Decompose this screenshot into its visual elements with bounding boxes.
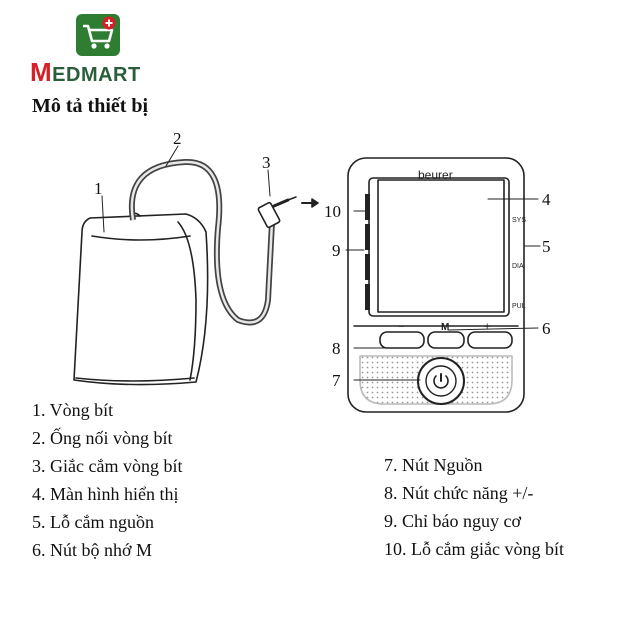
memory-button [427, 331, 465, 349]
device-screen [377, 179, 505, 313]
memory-label: M [441, 322, 449, 333]
legend-item: 1. Vòng bít [32, 400, 114, 420]
legend-item: 8. Nút chức năng +/- [384, 483, 534, 503]
callout-6: 6 [542, 319, 551, 338]
dia-label: DIA [512, 263, 524, 270]
legend-item: 7. Nút Nguồn [384, 455, 483, 475]
legend-item: 3. Giắc cắm vòng bít [32, 456, 183, 476]
legend-item: 6. Nút bộ nhớ M [32, 540, 153, 560]
plus-label: + [484, 321, 490, 333]
brand-first-letter: M [30, 57, 53, 87]
legend-right: 7. Nút Nguồn 8. Nút chức năng +/- 9. Chỉ… [384, 451, 564, 563]
risk-indicator-bar [365, 194, 370, 310]
callout-1: 1 [94, 179, 103, 198]
legend-item: 2. Ống nối vòng bít [32, 428, 173, 448]
page-title: Mô tả thiết bị [32, 95, 149, 117]
callout-10: 10 [324, 202, 341, 221]
pul-label: PUL [512, 303, 526, 310]
brand-logo: MEDMART [30, 57, 141, 87]
callout-7: 7 [332, 371, 341, 390]
legend-item: 4. Màn hình hiển thị [32, 484, 179, 504]
cuff [73, 213, 209, 386]
device-brand-label: beurer [418, 168, 453, 182]
minus-label: − [398, 321, 404, 333]
minus-button [379, 331, 425, 349]
cuff-tube [128, 158, 275, 326]
callout-2: 2 [173, 129, 182, 148]
callout-4: 4 [542, 190, 551, 209]
callout-3: 3 [262, 153, 271, 172]
legend-item: 10. Lỗ cắm giắc vòng bít [384, 539, 564, 559]
legend-item: 9. Chỉ báo nguy cơ [384, 511, 522, 531]
plus-button [467, 331, 513, 349]
legend-left: 1. Vòng bít 2. Ống nối vòng bít 3. Giắc … [32, 396, 182, 564]
brand-rest: EDMART [52, 64, 141, 86]
callout-5: 5 [542, 237, 551, 256]
cuff-plug [257, 196, 297, 229]
sys-label: SYS [512, 217, 526, 224]
callout-9: 9 [332, 241, 341, 260]
callout-8: 8 [332, 339, 341, 358]
shopping-cart-plus-icon [76, 14, 120, 56]
legend-item: 5. Lỗ cắm nguồn [32, 512, 154, 532]
